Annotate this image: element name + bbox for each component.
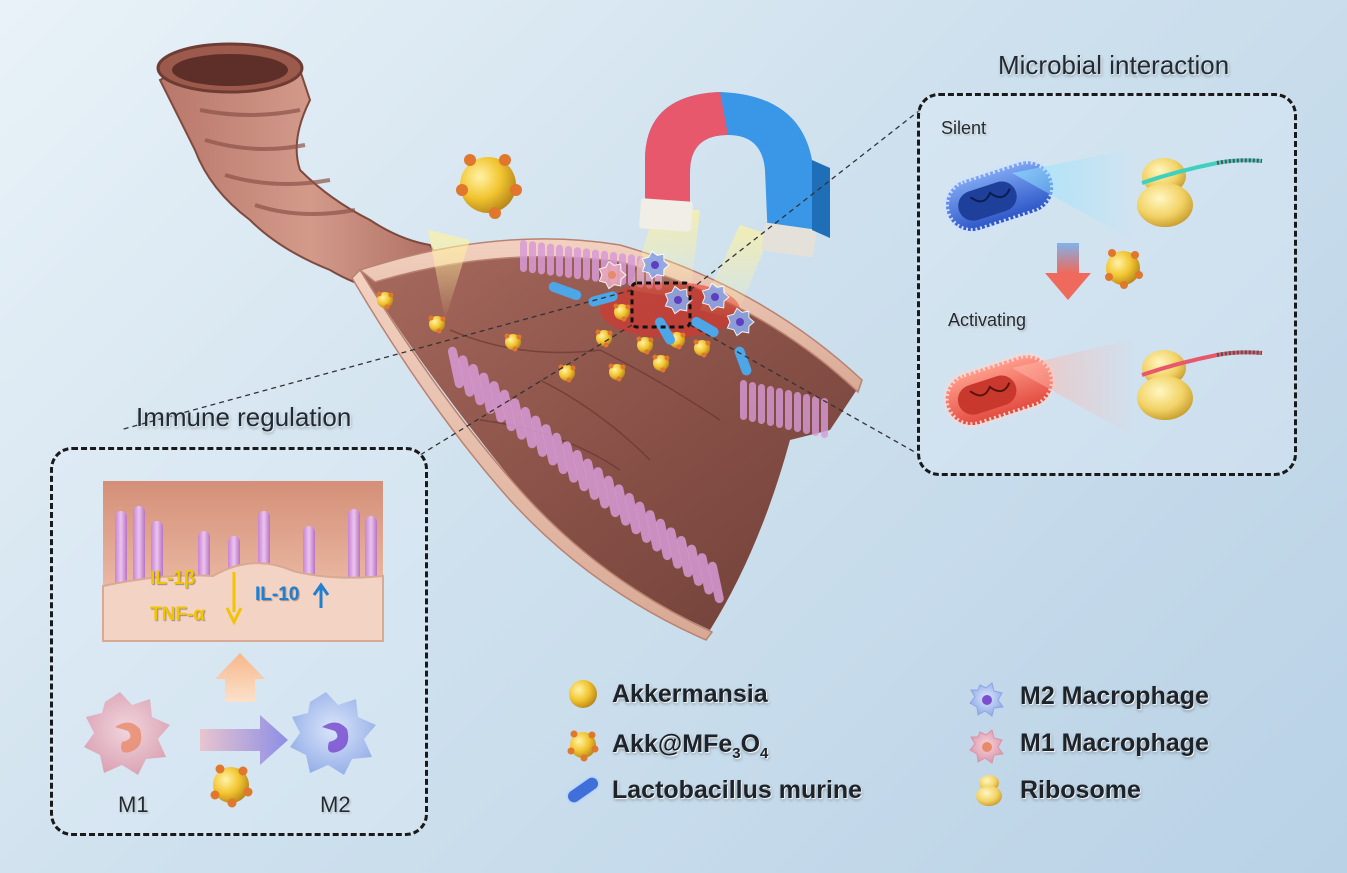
activating-beam: [1012, 338, 1137, 438]
activating-label: Activating: [948, 310, 1027, 330]
cytokine-down-arrow: [225, 572, 243, 626]
m2-macrophage-cell: [290, 692, 376, 775]
polarization-arrow: [200, 715, 288, 765]
magnetic-beam-left: [630, 210, 700, 300]
zoom-region: [630, 281, 692, 329]
lactobacillus-rods: [548, 281, 752, 376]
m2-macrophage-icon: [969, 682, 1004, 717]
microbial-interaction-title: Microbial interaction: [998, 50, 1230, 80]
lumen-macrophages: [598, 250, 755, 337]
connector-lines: [119, 109, 921, 456]
m1-macrophage-cell: [84, 692, 170, 775]
immune-regulation-title: Immune regulation: [136, 402, 352, 432]
m1-macrophage-icon: [969, 729, 1004, 764]
silent-bacterium: [942, 158, 1057, 235]
legend-akkermansia: Akkermansia: [612, 680, 768, 708]
upward-arrow: [215, 653, 265, 702]
legend-icons: [565, 680, 1004, 806]
delivery-beam: [428, 230, 470, 320]
m1-label: M1: [118, 792, 149, 817]
tissue-inset: [102, 481, 384, 642]
polarization-art: [84, 653, 376, 808]
il10-label: IL-10: [255, 584, 300, 605]
activating-ribosome: [1137, 350, 1263, 420]
microbial-interaction-art: [942, 148, 1263, 438]
silent-ribosome: [1137, 158, 1263, 227]
silent-label: Silent: [941, 118, 987, 138]
legend-lactobacillus: Lactobacillus murine: [612, 776, 863, 804]
colon-tube: [156, 42, 462, 302]
akk-mfe3o4-small: [1105, 249, 1143, 289]
tnfa-label: TNF-α: [150, 604, 205, 625]
akkermansia-icon: [569, 680, 597, 708]
akk-mfe3o4-converter: [210, 764, 253, 808]
akk-mfe3o4-icon: [567, 730, 599, 762]
legend-m2-macrophage: M2 Macrophage: [1020, 682, 1209, 710]
ribosome-icon: [976, 775, 1002, 806]
legend-akk-mfe3o4: Akk@MFe3O4: [612, 730, 769, 762]
lactobacillus-icon: [565, 775, 601, 805]
m2-label: M2: [320, 792, 351, 817]
legend-ribosome: Ribosome: [1020, 776, 1141, 804]
il1b-label: IL-1β: [150, 568, 196, 589]
akk-mfe3o4-floating: [456, 154, 522, 219]
activation-arrow: [1057, 243, 1079, 273]
cytokine-up-arrow: [312, 582, 330, 608]
silent-beam: [1012, 148, 1137, 243]
magnet: [639, 92, 830, 258]
legend-m1-macrophage: M1 Macrophage: [1020, 729, 1209, 757]
